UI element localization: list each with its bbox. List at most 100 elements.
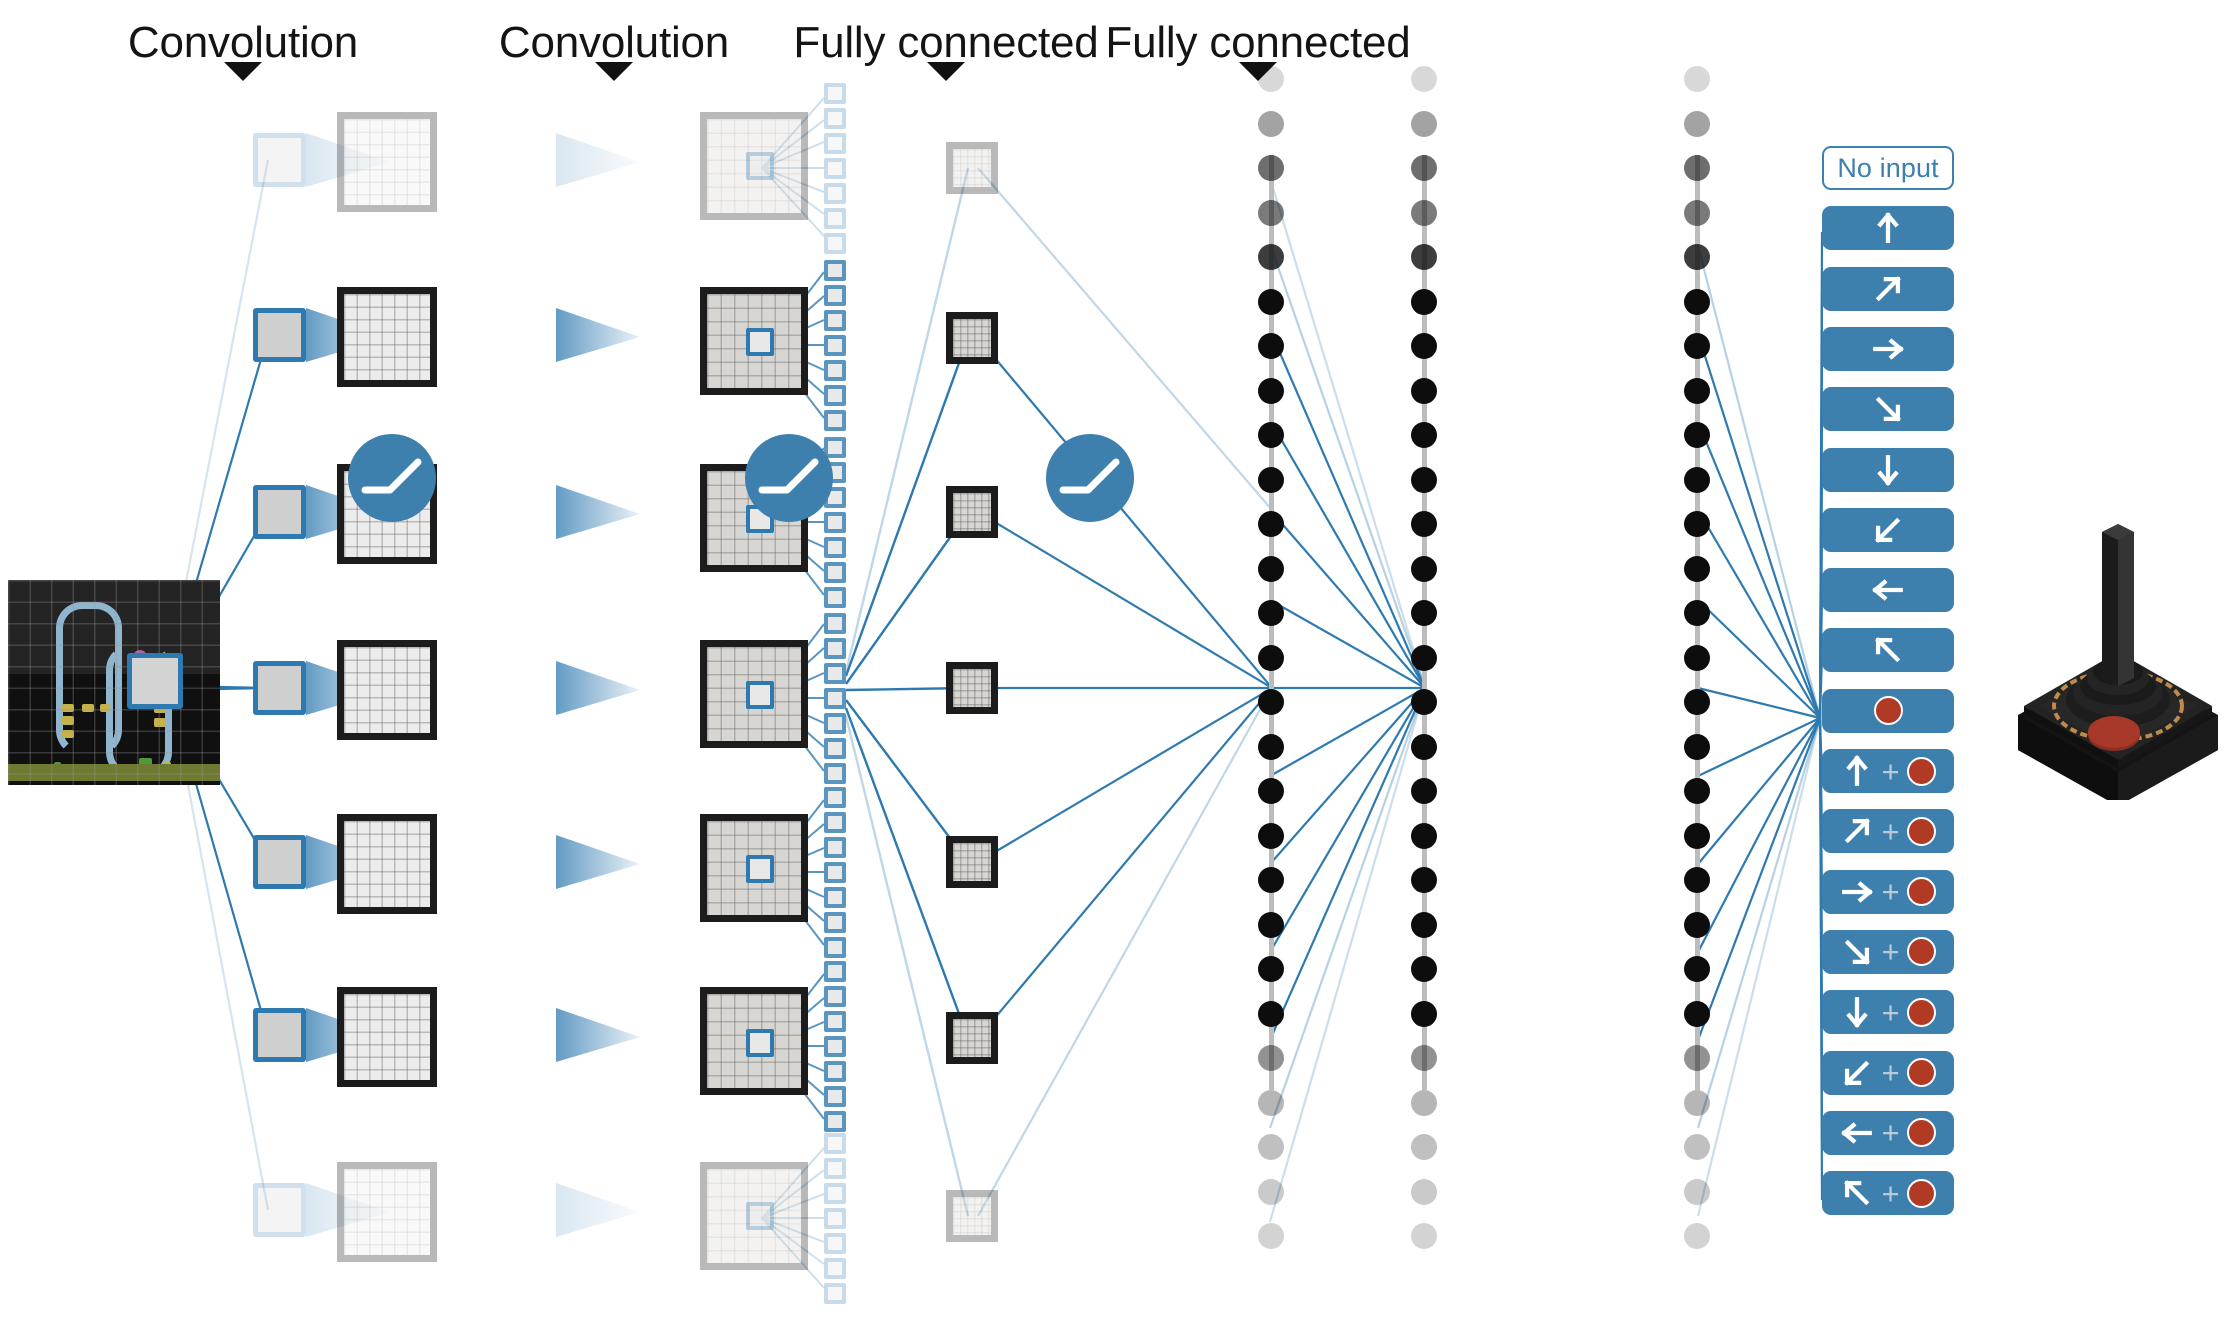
fc-node [1684,422,1710,448]
action-button-right[interactable] [1822,326,1954,371]
action-button-up[interactable] [1822,206,1954,251]
conv2-cell [824,1086,846,1107]
fc-node [1258,66,1284,92]
fc-node [1411,1223,1437,1249]
conv2-output-map [946,142,998,194]
conv2-selected-pixel[interactable] [746,855,774,883]
fire-button-icon [1906,816,1936,846]
fc-node [1684,377,1710,404]
fc-node [1411,333,1437,359]
action-button-down[interactable] [1822,447,1954,492]
action-button-down-fire[interactable]: + [1822,990,1954,1035]
fc-node [1684,867,1710,893]
fc-node [1684,689,1710,715]
conv2-output-map [946,312,998,364]
plus-icon: + [1881,874,1900,910]
fc-node [1684,288,1710,315]
conv2-cell [824,1183,846,1204]
conv2-selected-pixel[interactable] [746,1202,774,1230]
game-enemy-sprite [82,704,94,712]
fire-button-icon [1906,1178,1936,1208]
action-button-left-fire[interactable]: + [1822,1110,1954,1155]
fire-button-icon [1906,1058,1936,1087]
conv2-cell [824,1258,846,1279]
action-button-down-right-fire[interactable]: + [1822,929,1954,974]
fire-button-icon [1906,937,1936,967]
fc-node [1411,867,1437,893]
fire-button-icon [1906,756,1936,786]
conv2-output-map [946,662,998,714]
fc-node [1258,644,1284,671]
fc-node [1258,511,1284,537]
fc-node [1684,555,1710,582]
conv2-cell [824,937,846,958]
conv1-feature-map [337,987,437,1087]
game-ground [8,764,220,781]
conv2-selected-pixel[interactable] [746,152,774,180]
fc-node [1684,66,1710,92]
conv2-cell [824,512,846,533]
plus-icon: + [1881,994,1900,1030]
fc-node [1411,1134,1437,1160]
conv2-selected-pixel[interactable] [746,1029,774,1057]
conv2-cell [824,713,846,734]
fc-node [1258,822,1284,849]
action-button-down-left-fire[interactable]: + [1822,1050,1954,1095]
fc-node [1411,422,1437,448]
caret-icon-fc1 [927,62,965,81]
conv2-output-map [946,486,998,538]
conv1-patch [253,308,306,362]
fc-node [1411,778,1437,804]
fc-node [1258,733,1284,760]
conv2-cell [824,587,846,608]
game-enemy-sprite [62,730,74,738]
action-button-up-left[interactable] [1822,628,1954,673]
conv2-cell [824,360,846,381]
conv2-selected-pixel[interactable] [746,681,774,709]
conv2-selected-pixel[interactable] [746,328,774,356]
layer-label-conv1: Convolution [127,18,359,67]
conv2-cell [824,638,846,659]
fc-node [1258,333,1284,359]
fc-node [1258,689,1284,715]
fc-node [1411,244,1437,270]
action-button-right-fire[interactable]: + [1822,869,1954,914]
action-button-up-left-fire[interactable]: + [1822,1171,1954,1216]
fc-node [1411,956,1437,982]
plus-icon: + [1881,813,1900,849]
action-button-up-right-fire[interactable]: + [1822,809,1954,854]
fc-node [1258,1134,1284,1160]
action-button-down-right[interactable] [1822,387,1954,432]
fc-node [1684,333,1710,359]
action-button-left[interactable] [1822,568,1954,613]
conv2-cell [824,1283,846,1304]
plus-icon: + [1881,753,1900,789]
fc-node [1258,778,1284,804]
fc-node [1684,1223,1710,1249]
conv2-cell [824,158,846,179]
fc-node [1411,1178,1437,1205]
fc-node [1411,555,1437,582]
conv2-cell [824,1036,846,1057]
conv1-feature-map [337,287,437,387]
arrow-down-left-icon [1875,517,1901,543]
conv2-output-map [946,1012,998,1064]
conv2-cell [824,663,846,684]
fc-node [1684,956,1710,982]
fc-node [1258,288,1284,315]
action-button-up-right[interactable] [1822,266,1954,311]
receptive-field-patch[interactable] [127,653,183,709]
conv2-cell [824,260,846,281]
plus-icon: + [1881,1115,1900,1151]
fc-node [1684,199,1710,226]
action-button-fire[interactable] [1822,688,1954,733]
action-button-up-fire[interactable]: + [1822,749,1954,793]
action-button-down-left[interactable] [1822,507,1954,552]
atari-game-frame [8,580,220,785]
fc-node [1411,199,1437,226]
conv2-cell [824,108,846,129]
action-button-noop[interactable]: No input [1822,146,1954,190]
conv2-cell [824,335,846,356]
conv2-cell [824,385,846,406]
